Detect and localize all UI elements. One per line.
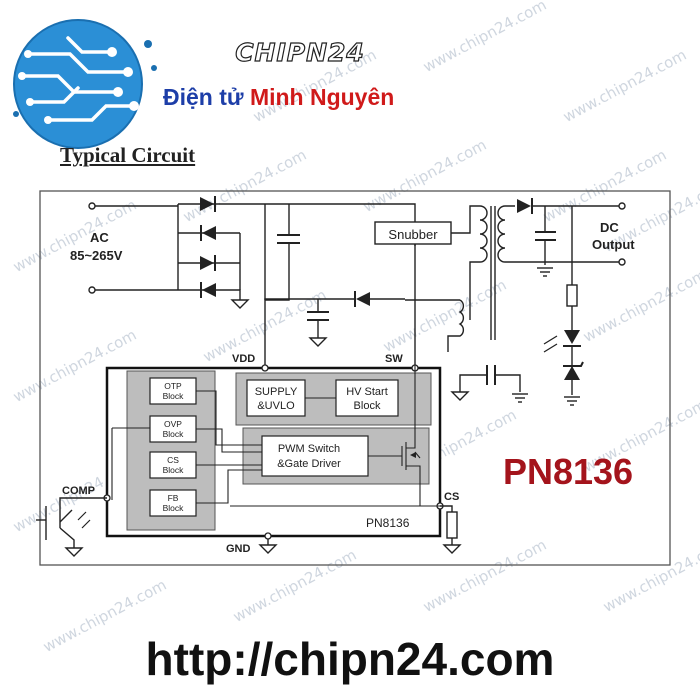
cs-pin-label: CS bbox=[444, 491, 459, 503]
bridge-diodes bbox=[200, 196, 216, 298]
ovp-label-2: Block bbox=[163, 429, 185, 439]
supply-uvlo-block bbox=[246, 379, 306, 417]
fb-label-1: FB bbox=[168, 493, 179, 503]
pwm-label-1: PWM Switch bbox=[278, 443, 340, 455]
gnd-pin-label: GND bbox=[226, 543, 251, 555]
cs-block bbox=[149, 451, 197, 479]
sw-pin-label: SW bbox=[385, 353, 403, 365]
hv-label-2: Block bbox=[354, 400, 381, 412]
website-url: http://chipn24.com bbox=[145, 633, 555, 685]
dc-label: DC bbox=[600, 220, 619, 235]
ovp-label-1: OVP bbox=[164, 419, 182, 429]
section-title: Typical Circuit bbox=[60, 143, 196, 167]
otp-block bbox=[149, 377, 197, 405]
tagline-part2: Minh Nguyên bbox=[249, 84, 395, 110]
brand-name: CHIPN24 bbox=[235, 37, 365, 67]
vdd-pin-label: VDD bbox=[232, 353, 255, 365]
ovp-block bbox=[149, 415, 197, 443]
output-label: Output bbox=[592, 237, 635, 252]
chip-name-label: PN8136 bbox=[366, 516, 410, 530]
logo-icon bbox=[13, 19, 157, 149]
diagram-frame bbox=[39, 190, 671, 566]
supply-label-1: SUPPLY bbox=[255, 386, 298, 398]
ac-label: AC bbox=[90, 230, 109, 245]
ac-range-label: 85~265V bbox=[70, 248, 123, 263]
tagline-part1: Điện tử bbox=[163, 84, 250, 110]
otp-label-2: Block bbox=[163, 391, 185, 401]
pwm-label-2: &Gate Driver bbox=[277, 458, 341, 470]
supply-label-2: &UVLO bbox=[257, 400, 295, 412]
cs-block-label-1: CS bbox=[167, 455, 179, 465]
otp-label-1: OTP bbox=[164, 381, 182, 391]
pwm-driver-block bbox=[261, 435, 369, 477]
cs-block-label-2: Block bbox=[163, 465, 185, 475]
part-number: PN8136 bbox=[503, 451, 633, 492]
transformer bbox=[405, 205, 620, 352]
snubber-label: Snubber bbox=[388, 227, 438, 242]
fb-label-2: Block bbox=[163, 503, 185, 513]
brand-tagline: Điện tử Minh Nguyên bbox=[163, 84, 394, 111]
hv-label-1: HV Start bbox=[346, 386, 388, 398]
comp-pin-label: COMP bbox=[62, 485, 95, 497]
